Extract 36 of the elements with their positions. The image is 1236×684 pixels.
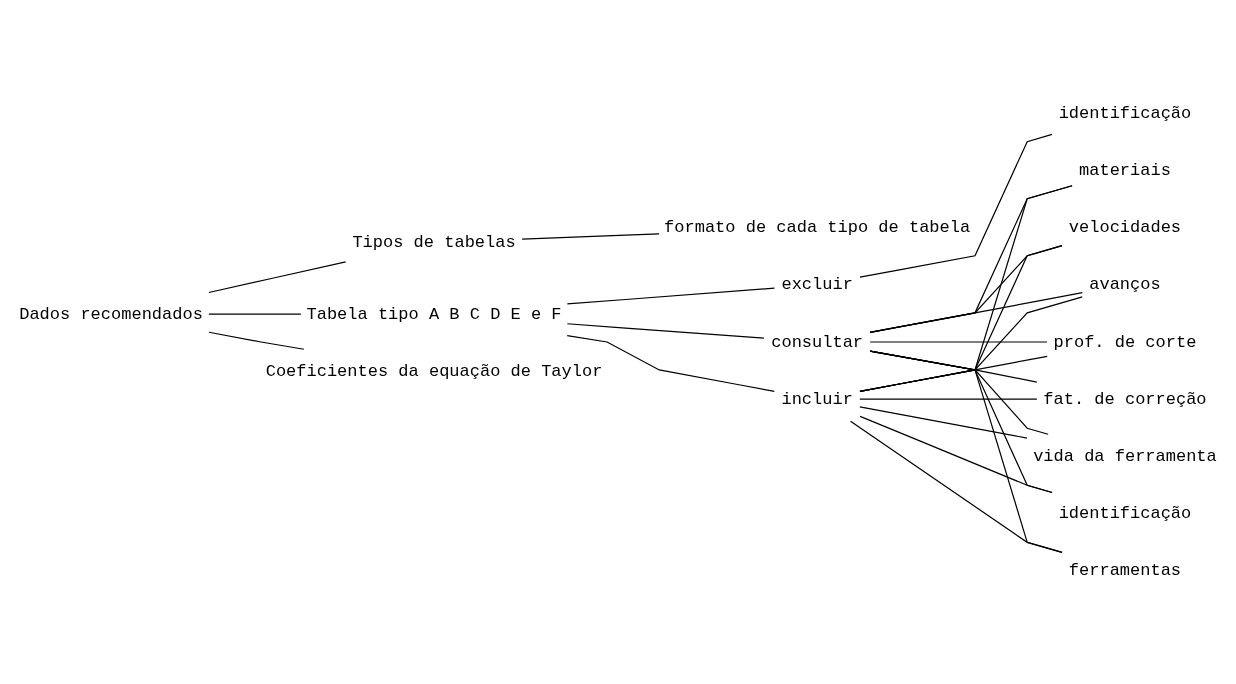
- node-text: Tipos de tabelas: [352, 232, 516, 252]
- connector: [859, 296, 1083, 392]
- node-text: identificação: [1058, 104, 1192, 124]
- node-text: incluir: [781, 389, 853, 409]
- node-text: materiais: [1079, 161, 1171, 181]
- connector: [859, 245, 1063, 392]
- node-text: excluir: [781, 275, 853, 295]
- connector: [859, 355, 1048, 392]
- node-text: identificação: [1058, 503, 1192, 523]
- node-text: velocidades: [1068, 218, 1182, 238]
- connector: [208, 313, 302, 315]
- node-text: avanços: [1089, 275, 1161, 295]
- node-text: Coeficientes da equação de Taylor: [265, 361, 603, 381]
- node-text: prof. de corte: [1053, 332, 1197, 352]
- node-text: Tabela tipo A B C D E e F: [306, 304, 562, 324]
- node-text: fat. de correção: [1043, 389, 1207, 409]
- node-text: formato de cada tipo de tabela: [664, 218, 971, 238]
- connector: [521, 233, 660, 240]
- connector: [859, 133, 1053, 278]
- connector: [859, 415, 1053, 494]
- connector: [208, 331, 305, 350]
- node-text: vida da ferramenta: [1033, 446, 1217, 466]
- connector: [849, 420, 1063, 554]
- connector: [566, 323, 765, 339]
- connector: [869, 341, 1048, 343]
- connector: [869, 350, 1049, 435]
- connector: [859, 398, 1038, 400]
- connector: [859, 406, 1028, 439]
- node-text: ferramentas: [1068, 560, 1182, 580]
- node-text: Dados recomendados: [19, 304, 203, 324]
- connector: [869, 292, 1083, 333]
- connector: [566, 287, 776, 305]
- node-text: consultar: [771, 332, 864, 352]
- connector: [208, 261, 347, 294]
- connector: [566, 334, 775, 392]
- connector: [859, 185, 1073, 392]
